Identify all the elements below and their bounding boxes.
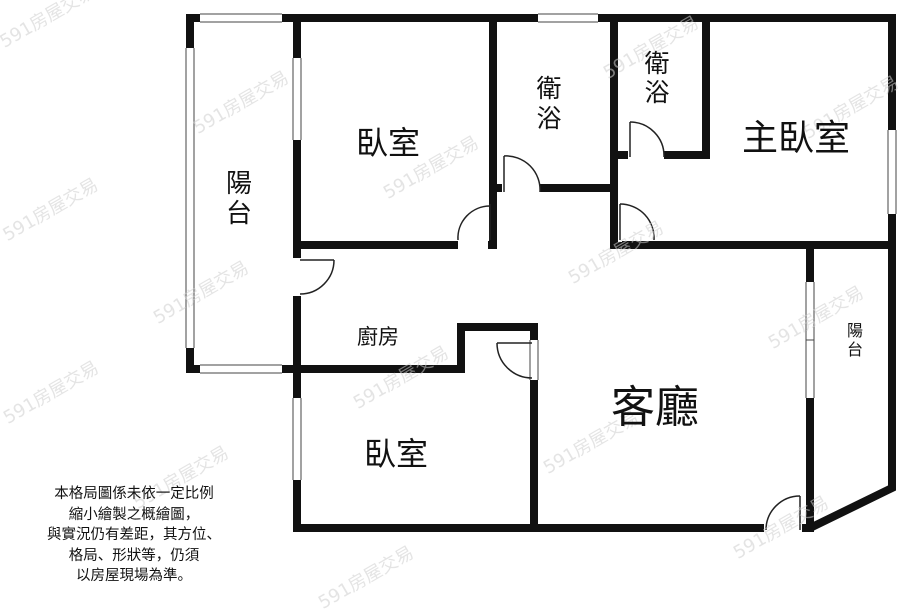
living-room-label: 客廳 [611, 382, 699, 433]
room-labels: 陽 台 臥室 衛 浴 衛 浴 主臥室 廚房 客廳 臥室 陽 台 [226, 49, 863, 473]
disclaimer-line: 與實況仍有差距，其方位、 [47, 527, 221, 543]
kitchen-label: 廚房 [357, 325, 399, 349]
watermark: 591房屋交易 [0, 0, 99, 53]
door-master-bedroom [619, 203, 655, 241]
bathroom-master-label-1: 衛 [644, 49, 669, 78]
window-bathroom-center [538, 13, 598, 23]
window-bedroom-bottom [292, 398, 302, 480]
watermark: 591房屋交易 [315, 542, 418, 613]
window-balcony-west-bottom [200, 364, 282, 374]
bathroom-center-wall [489, 14, 618, 192]
balcony-east-label-1: 陽 [847, 321, 863, 340]
disclaimer-line: 本格局圖係未依一定比例 [54, 486, 214, 502]
bedroom-bottom-label: 臥室 [364, 435, 428, 473]
door-bedroom-top [457, 204, 491, 241]
watermark: 591房屋交易 [190, 67, 293, 138]
doors [299, 121, 801, 531]
kitchen-wall [293, 323, 538, 532]
balcony-west-label-1: 陽 [226, 169, 252, 199]
disclaimer-line: 格局、形狀等，仍須 [68, 547, 200, 564]
window-bedroom-bottom-door [529, 340, 539, 380]
balcony-east-label-2: 台 [847, 340, 863, 359]
watermark: 591房屋交易 [350, 342, 453, 413]
bedroom-top-label: 臥室 [356, 124, 420, 162]
window-balcony-west [185, 48, 195, 348]
watermark: 591房屋交易 [150, 257, 253, 328]
balcony-west-label-2: 台 [226, 199, 252, 229]
window-living-east [805, 282, 815, 398]
watermark: 591房屋交易 [0, 174, 102, 245]
watermark: 591房屋交易 [0, 357, 102, 428]
door-bedroom-bottom [496, 342, 533, 379]
window-balcony-west-top [200, 13, 282, 23]
bathroom-master-label-2: 浴 [644, 78, 669, 107]
windows [185, 13, 897, 480]
door-bathroom-master [629, 121, 665, 158]
door-kitchen [299, 259, 335, 295]
master-bedroom-wall-bottom [610, 184, 896, 249]
disclaimer-line: 以房屋現場為準。 [76, 568, 192, 584]
disclaimer-note: 本格局圖係未依一定比例 縮小繪製之概繪圖， 與實況仍有差距，其方位、 格局、形狀… [10, 484, 258, 587]
disclaimer-line: 縮小繪製之概繪圖， [68, 506, 200, 523]
master-bedroom-label: 主臥室 [742, 118, 850, 159]
window-bedroom-top [292, 58, 302, 140]
bathroom-center-label-1: 衛 [536, 74, 561, 103]
bathroom-center-label-2: 浴 [536, 104, 561, 133]
window-master-bedroom [887, 130, 897, 214]
door-bathroom-center [503, 155, 541, 193]
door-entrance [765, 495, 801, 531]
